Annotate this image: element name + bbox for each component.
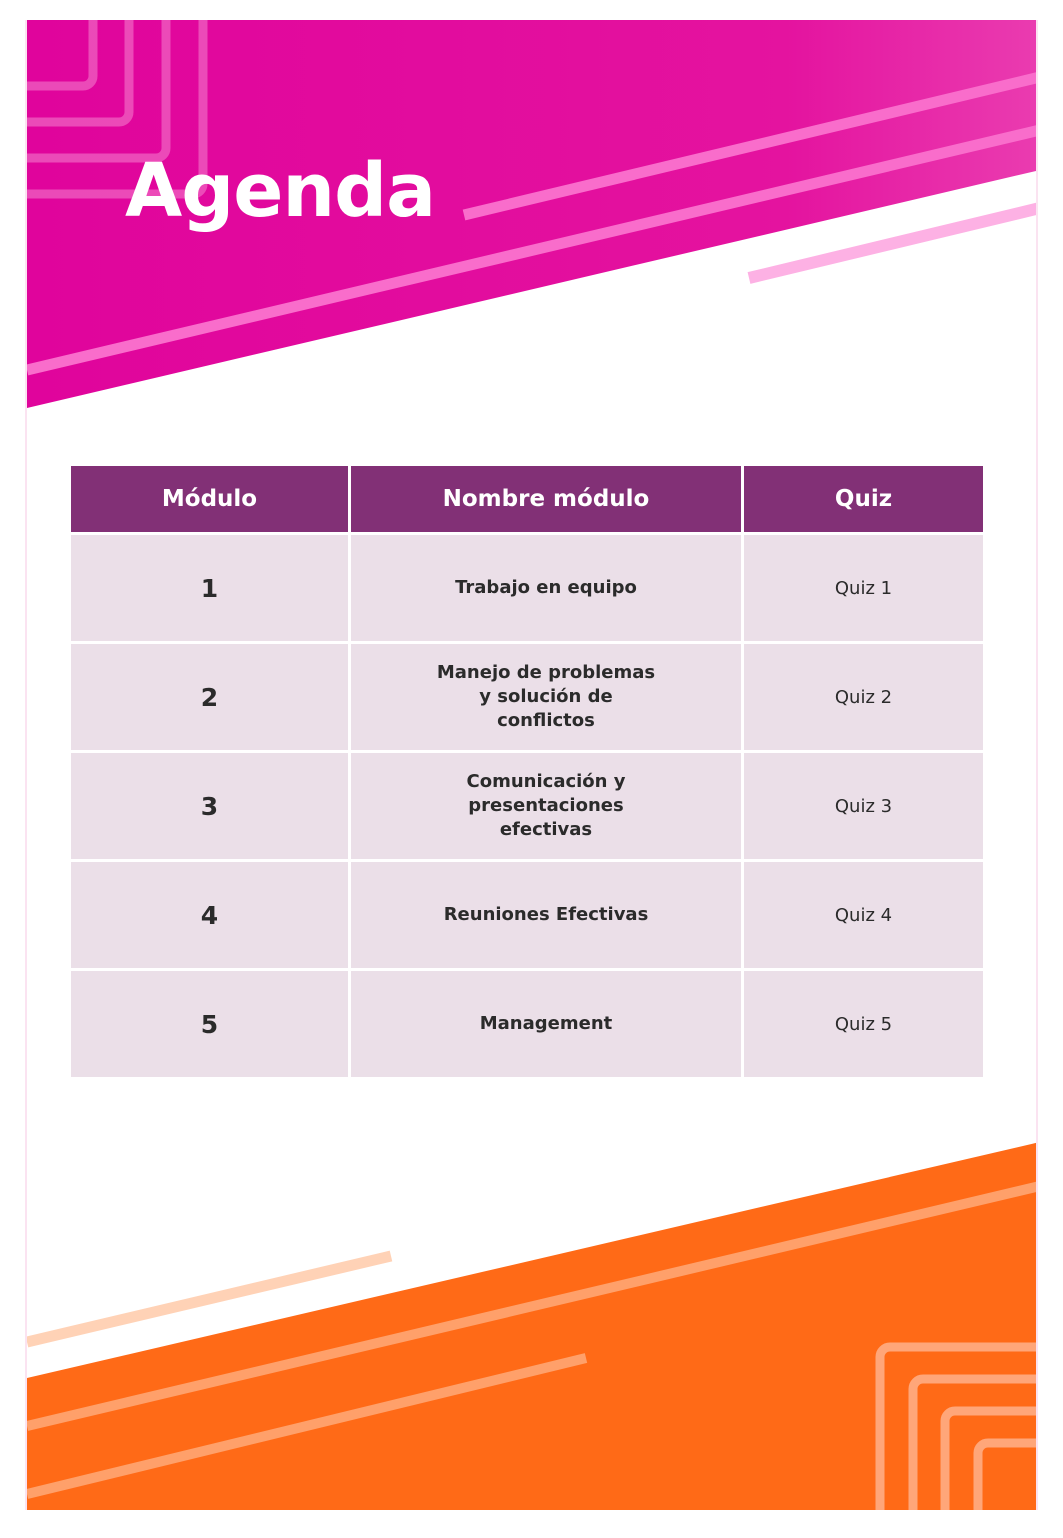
module-quiz: Quiz 2 (744, 644, 983, 750)
module-quiz: Quiz 1 (744, 535, 983, 641)
module-name: Reuniones Efectivas (443, 904, 649, 925)
decorative-background (27, 20, 1036, 1510)
bottom-stripe-short (27, 1353, 588, 1499)
table-row: 4 Reuniones Efectivas Quiz 4 (71, 862, 983, 968)
module-number: 5 (71, 971, 348, 1077)
agenda-page: Agenda Módulo Nombre módulo Quiz 1 Traba… (25, 20, 1038, 1510)
table-row: 1 Trabajo en equipo Quiz 1 (71, 535, 983, 641)
top-stripe-upper (462, 72, 1036, 221)
module-name: Comunicación y presentaciones efectivas (466, 771, 626, 840)
header-quiz: Quiz (744, 466, 983, 532)
table-row: 5 Management Quiz 5 (71, 971, 983, 1077)
page-title: Agenda (125, 148, 436, 234)
module-number: 4 (71, 862, 348, 968)
module-number: 3 (71, 753, 348, 859)
module-name: Trabajo en equipo (455, 577, 637, 598)
module-number: 1 (71, 535, 348, 641)
top-stripe-pale (747, 202, 1036, 284)
table-row: 2 Manejo de problemas y solución de conf… (71, 644, 983, 750)
module-number: 2 (71, 644, 348, 750)
bottom-stripe-pale (27, 1250, 393, 1348)
top-corner-squares (27, 20, 208, 199)
module-quiz: Quiz 5 (744, 971, 983, 1077)
agenda-table: Módulo Nombre módulo Quiz 1 Trabajo en e… (68, 463, 986, 1080)
module-name: Manejo de problemas y solución de confli… (436, 662, 656, 731)
bottom-stripe-long (27, 1181, 1036, 1431)
top-stripe-long (27, 125, 1036, 376)
header-module-name: Nombre módulo (351, 466, 741, 532)
module-name: Management (479, 1013, 613, 1034)
table-row: 3 Comunicación y presentaciones efectiva… (71, 753, 983, 859)
module-quiz: Quiz 4 (744, 862, 983, 968)
table-header-row: Módulo Nombre módulo Quiz (71, 466, 983, 532)
header-module: Módulo (71, 466, 348, 532)
bottom-corner-squares (875, 1342, 1036, 1510)
module-quiz: Quiz 3 (744, 753, 983, 859)
bottom-orange-banner (27, 1142, 1036, 1510)
